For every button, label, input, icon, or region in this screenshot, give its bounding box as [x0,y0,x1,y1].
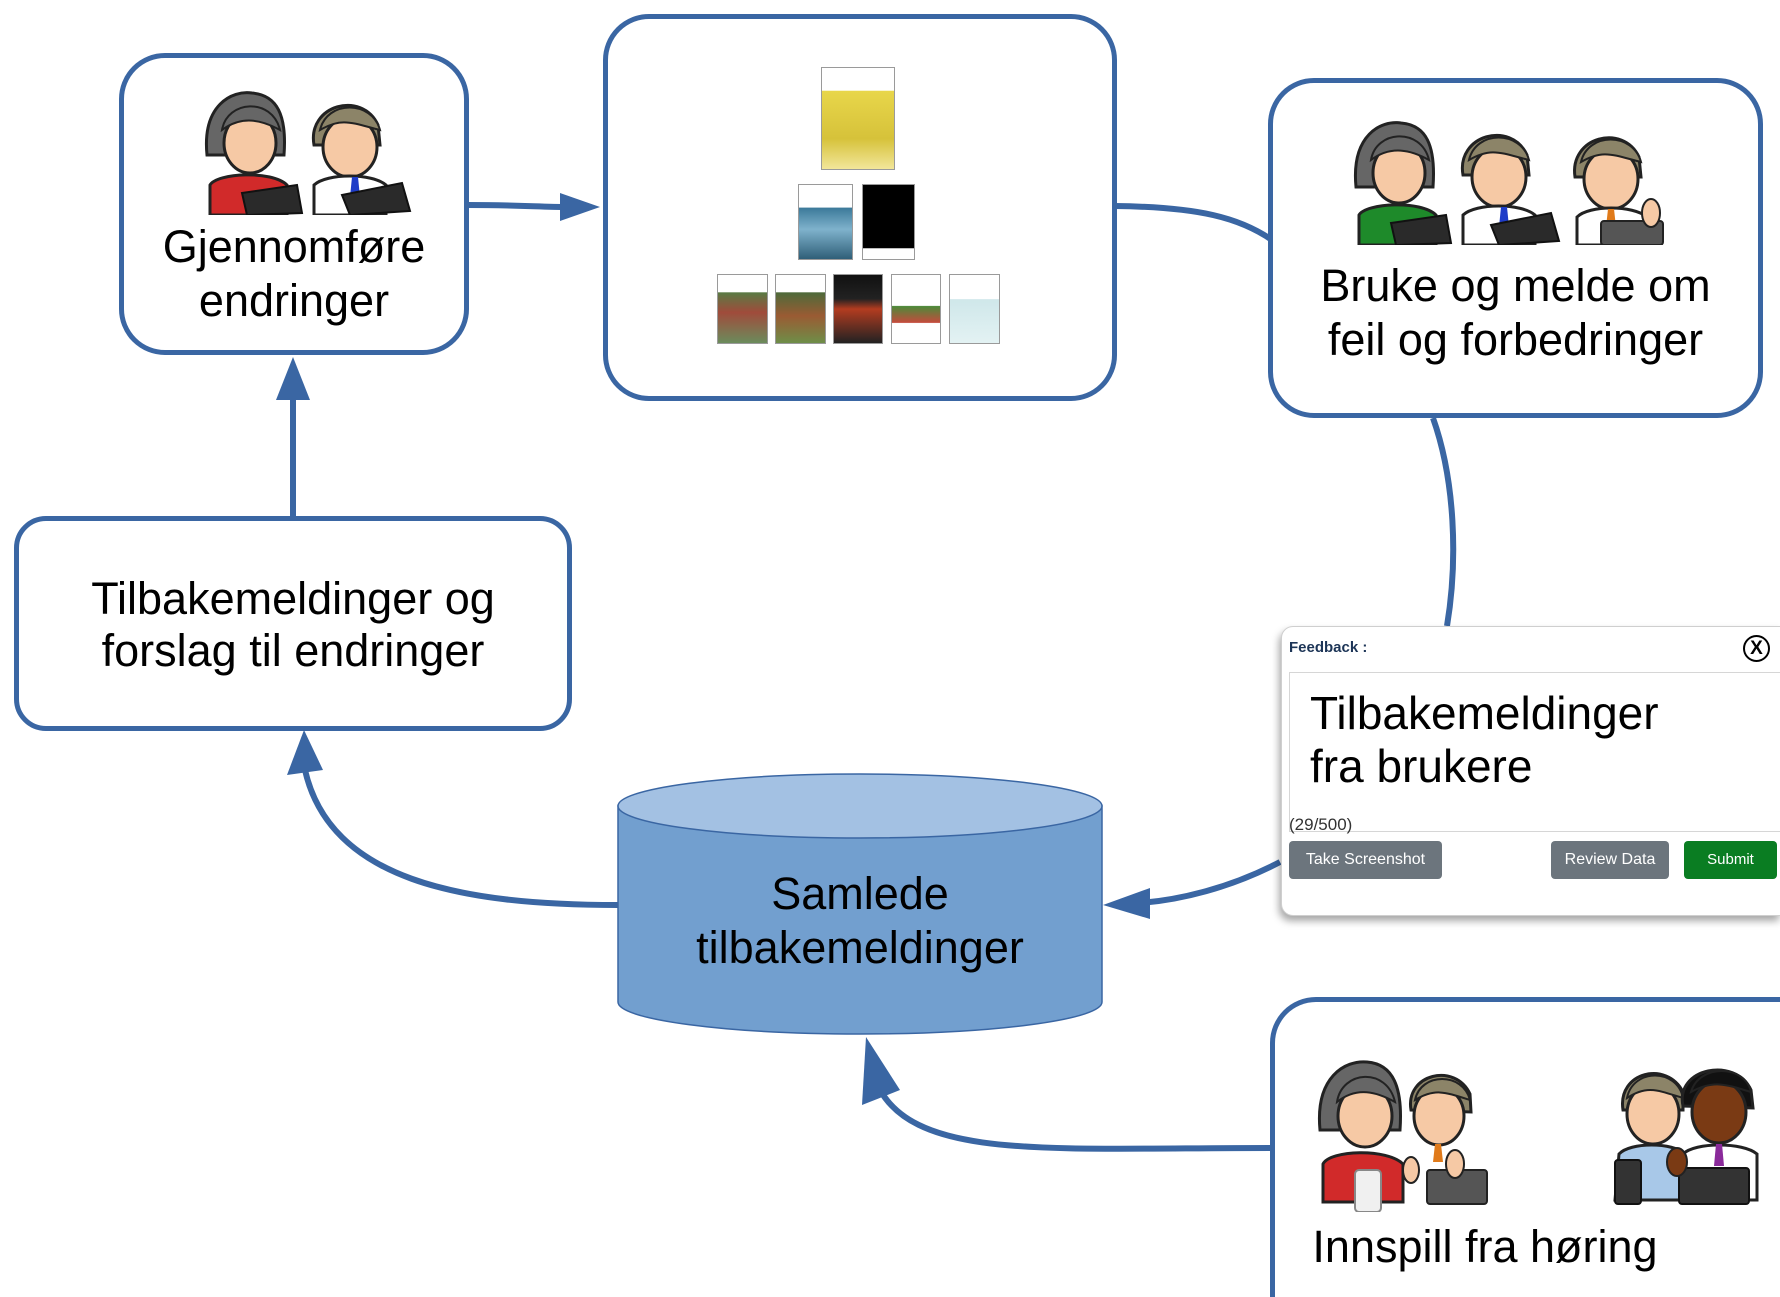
node-tilbakemeldinger-og-forslag: Tilbakemeldinger og forslag til endringe… [14,516,572,731]
document-cover-icon [949,274,1000,344]
database-label-line1: Samlede [771,868,949,919]
people-discussing-icon [1613,1068,1759,1205]
document-cover-icon [775,274,826,344]
feedback-title: Feedback : [1289,639,1368,656]
connector-bruke-to-feedback [1430,416,1457,627]
node-label-line2: feil og forbedringer [1327,314,1704,365]
document-cover-icon [798,184,853,260]
character-counter: (29/500) [1289,815,1353,834]
people-discussing-icon [1317,1060,1488,1212]
arrow-feedback-to-samlede [1139,859,1282,906]
node-label-line2: forslag til endringer [101,625,485,676]
feedback-textarea[interactable]: Tilbakemeldinger fra brukere [1289,672,1780,832]
node-label: Innspill fra høring [1312,1221,1658,1272]
submit-button[interactable]: Submit [1684,841,1777,879]
node-innspill-fra-horing: Innspill fra høring [1270,997,1780,1297]
node-label-line1: Bruke og melde om [1320,260,1711,311]
document-cover-icon [821,67,895,170]
node-label-line2: endringer [198,275,390,326]
review-data-button[interactable]: Review Data [1551,841,1669,879]
feedback-text-line1: Tilbakemeldinger [1310,687,1659,739]
node-bruke-og-melde: Bruke og melde om feil og forbedringer [1268,78,1763,418]
database-label-line2: tilbakemeldinger [696,922,1024,973]
document-cover-icon [717,274,768,344]
node-documents [603,14,1117,401]
node-gjennomfore-endringer: Gjennomføre endringer [119,53,469,355]
connector-documents-to-bruke [1114,203,1274,243]
document-cover-icon [833,274,883,344]
node-label-line1: Gjennomføre [162,221,426,272]
arrow-samlede-to-tilbakemeldinger [302,769,619,908]
feedback-text-line2: fra brukere [1310,740,1533,792]
people-at-laptops-icon [204,91,412,215]
take-screenshot-button[interactable]: Take Screenshot [1289,841,1442,879]
arrow-innspill-to-samlede [877,1088,1271,1152]
feedback-widget: Feedback : X Tilbakemeldinger fra bruker… [1281,626,1780,916]
document-cover-icon [891,274,941,344]
arrow-gjennomfore-to-documents [466,202,569,210]
document-cover-icon [862,184,915,260]
people-at-laptops-icon [1353,121,1664,245]
node-label-line1: Tilbakemeldinger og [91,573,495,624]
close-icon[interactable]: X [1743,635,1770,662]
